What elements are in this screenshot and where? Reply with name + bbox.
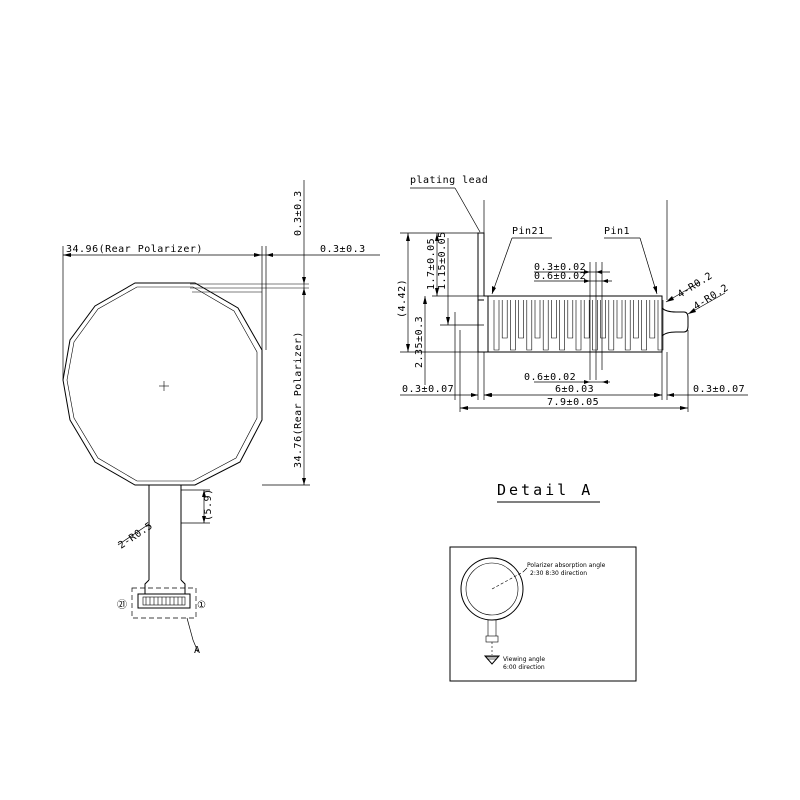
connector-finger [526,300,533,351]
tail-radius-leader [117,523,150,546]
edge-left-dim: 0.3±0.07 [402,384,454,395]
detail-a-view: plating lead Pin21 Pin1 0.3±0.02 0.6±0.0… [397,175,748,503]
connector-finger [542,300,549,351]
viewing-diagram: Polarizer absorption angle 2:30 8:30 dir… [449,546,637,682]
connector-finger [633,300,639,339]
corner-radius-dims: 4-R0.2 4-R0.2 [665,270,731,315]
connector-fingers [493,300,664,351]
vertical-dimensions: (4.42) 1.7±0.05 1.15±0.05 2.35±0.3 [397,231,484,400]
edge-dimensions: 0.3±0.07 0.3±0.07 [400,352,748,400]
connector-finger [501,300,508,339]
dim-1-15: 1.15±0.05 [437,231,448,290]
polarizer-angle-line2: 2:30 8:30 direction [530,570,587,577]
connector-outline [484,295,663,353]
span-7-9-dimension: 7.9±0.05 [459,330,689,412]
viewing-inner-circle [465,562,519,616]
pitch-dim: 0.3±0.02 [534,262,586,273]
width-rear-polarizer-dim: 34.96(Rear Polarizer) [66,244,203,255]
main-view: ㉑ ① A 2-R0.5 (5.9) 34.96(Rear Polarizer) [62,180,380,656]
tail-length-dim: (5.9) [203,488,214,521]
display-outline-outer [62,282,263,486]
pad-width-bottom-dim: 0.6±0.02 [524,372,576,383]
detail-a-leader [186,617,199,653]
pin-21-mark: ㉑ [117,599,128,611]
connector-right-ear [661,296,689,337]
label-pin21: Pin21 [512,226,545,237]
fpc-pins [145,597,183,605]
connector-body [477,232,489,353]
connector-finger [657,300,664,351]
detail-a-box [131,587,197,619]
detail-a-title: Detail A [497,481,593,499]
pin21-leader [491,237,513,295]
right-offset-dimension: 0.3±0.3 [262,244,380,350]
connector-finger [493,300,500,351]
viewing-outer-circle [460,557,524,621]
edge-right-dim: 0.3±0.07 [693,384,745,395]
connector-finger [534,300,541,339]
connector-finger [575,300,582,351]
viewing-diagram-frame [449,546,637,682]
connector-finger [624,300,631,351]
detail-a-callout: A [194,645,201,656]
span-6-dim: 6±0.03 [555,384,594,395]
connector-finger [608,300,615,351]
dim-1-7: 1.7±0.05 [426,238,437,290]
plating-lead-leader [454,187,481,233]
connector-finger [649,300,656,339]
center-mark [159,381,169,391]
connector-finger [592,300,598,351]
connector-left-ear [477,299,484,330]
connector-finger [559,300,565,351]
connector-finger [551,300,557,339]
height-dimension: 34.76(Rear Polarizer) [262,288,310,486]
connector-finger [567,300,574,339]
viewing-angle-line2: 6:00 direction [503,664,545,671]
tail-length-dimension: (5.9) [181,488,214,524]
fpc-connector-pins [142,596,186,606]
top-offset-dim: 0.3±0.3 [293,190,304,236]
span-7-9-dim: 7.9±0.05 [547,397,599,408]
viewing-direction-arrow [483,655,501,665]
label-pin1: Pin1 [604,226,630,237]
total-height-dim: (4.42) [397,279,408,318]
connector-finger [583,300,590,339]
width-dimension: 34.96(Rear Polarizer) [62,244,263,380]
viewing-angle-line1: Viewing angle [503,656,545,663]
fpc-tail: ㉑ ① A [117,485,206,656]
polarizer-angle-line1: Polarizer absorption angle [527,562,606,569]
pin1-leader [639,237,658,295]
connector-finger [641,300,647,351]
connector-finger [510,300,516,351]
viewing-tail-connector [485,635,499,643]
label-plating-lead: plating lead [410,175,488,186]
connector-finger [616,300,623,339]
pin-1-mark: ① [197,600,206,611]
top-offset-dimension: 0.3±0.3 [293,180,306,295]
dim-2-35: 2.35±0.3 [414,316,425,368]
pitch-dimensions: 0.3±0.02 0.6±0.02 0.6±0.02 [524,262,612,384]
connector-finger [600,300,606,339]
display-outline-inner [66,286,258,482]
fpc-connector [137,593,191,609]
connector-finger [518,300,524,339]
polarizer-axis-line [491,571,524,590]
height-rear-polarizer-dim: 34.76(Rear Polarizer) [293,331,304,468]
pad-width-top-dim: 0.6±0.02 [534,271,586,282]
right-offset-dim: 0.3±0.3 [320,244,366,255]
